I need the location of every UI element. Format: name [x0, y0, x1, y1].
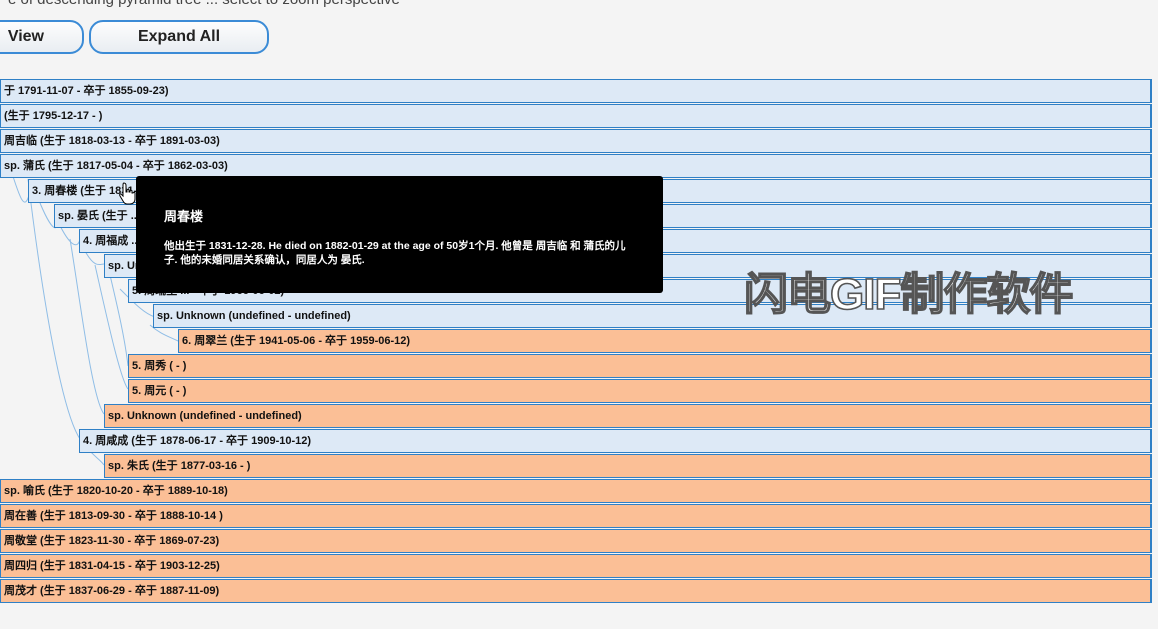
view-button[interactable]: View	[0, 20, 84, 54]
tree-row[interactable]: 于 1791-11-07 - 卒于 1855-09-23)	[0, 79, 1152, 103]
tree-row[interactable]: 周四归 (生于 1831-04-15 - 卒于 1903-12-25)	[0, 554, 1152, 578]
header-text: e of descending pyramid tree ... select …	[8, 0, 400, 8]
person-tooltip: 周春楼 他出生于 1831-12-28. He died on 1882-01-…	[136, 176, 663, 293]
tree-row[interactable]: sp. Unknown (undefined - undefined)	[153, 304, 1152, 328]
tree-row[interactable]: 5. 周秀 ( - )	[128, 354, 1152, 378]
expand-all-button[interactable]: Expand All	[89, 20, 269, 54]
clipped-header-text: e of descending pyramid tree ... select …	[0, 0, 1158, 8]
tree-row[interactable]: 6. 周翠兰 (生于 1941-05-06 - 卒于 1959-06-12)	[178, 329, 1152, 353]
tooltip-body: 他出生于 1831-12-28. He died on 1882-01-29 a…	[164, 240, 626, 266]
tree-row[interactable]: 周茂才 (生于 1837-06-29 - 卒于 1887-11-09)	[0, 579, 1152, 603]
tree-row[interactable]: sp. Unknown (undefined - undefined)	[104, 404, 1152, 428]
hand-pointer-icon	[119, 182, 136, 205]
tree-row[interactable]: 周敬堂 (生于 1823-11-30 - 卒于 1869-07-23)	[0, 529, 1152, 553]
tree-row[interactable]: (生于 1795-12-17 - )	[0, 104, 1152, 128]
tooltip-title: 周春楼	[164, 209, 204, 224]
tree-row[interactable]: 周在善 (生于 1813-09-30 - 卒于 1888-10-14 )	[0, 504, 1152, 528]
tree-row[interactable]: sp. 蒲氏 (生于 1817-05-04 - 卒于 1862-03-03)	[0, 154, 1152, 178]
tree-row[interactable]: sp. 喻氏 (生于 1820-10-20 - 卒于 1889-10-18)	[0, 479, 1152, 503]
tree-row[interactable]: 5. 周元 ( - )	[128, 379, 1152, 403]
tree-row[interactable]: 4. 周咸成 (生于 1878-06-17 - 卒于 1909-10-12)	[79, 429, 1152, 453]
tree-row[interactable]: 周吉临 (生于 1818-03-13 - 卒于 1891-03-03)	[0, 129, 1152, 153]
watermark-text: 闪电GIF制作软件	[743, 269, 1074, 320]
tree-row[interactable]: sp. 朱氏 (生于 1877-03-16 - )	[104, 454, 1152, 478]
pyramid-tree: 于 1791-11-07 - 卒于 1855-09-23) (生于 1795-1…	[0, 79, 1158, 609]
